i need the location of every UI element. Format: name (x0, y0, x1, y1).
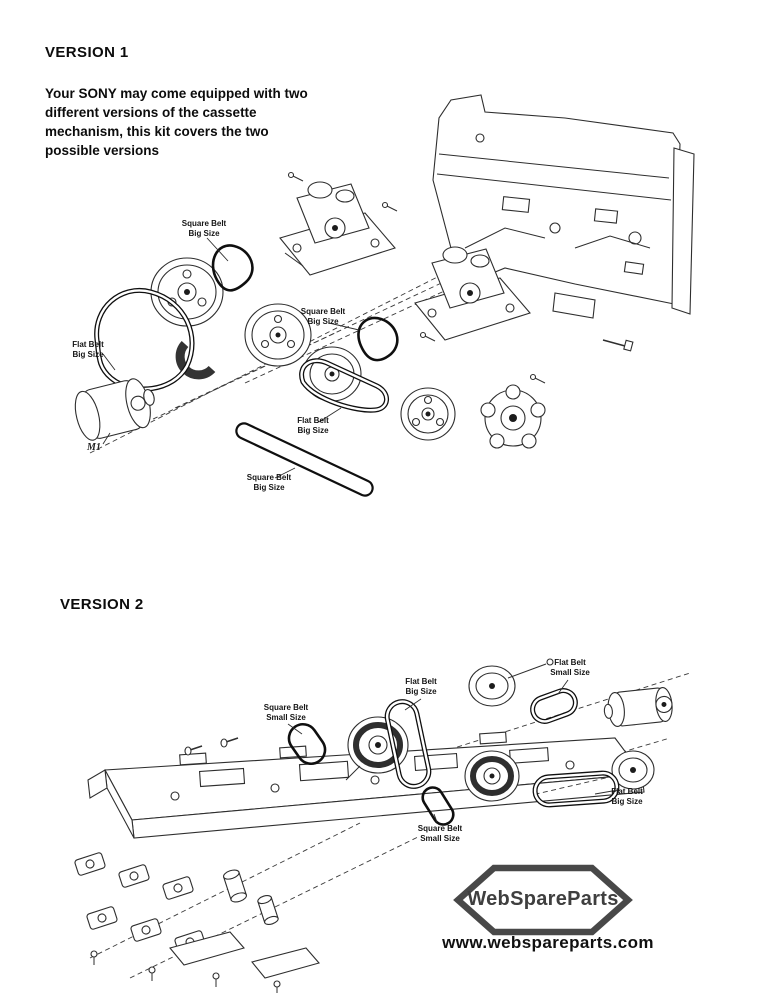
v1-pulley-right (400, 387, 456, 441)
v2-pulley-lower (464, 750, 520, 802)
v1-motor (74, 378, 155, 441)
version1-diagram: Square Belt Big Size Flat Belt Big Size … (35, 78, 735, 523)
v1-mechanism-block-2 (414, 246, 531, 341)
v2-leader-lines (287, 679, 619, 823)
v1-leader-lines (102, 237, 360, 479)
version2-heading: VERSION 2 (60, 596, 144, 613)
v2-flat-belt-small (530, 688, 578, 724)
v2-flywheel (345, 716, 409, 781)
motor-m1-label: M1 (87, 442, 101, 453)
v1-square-belt-long (235, 422, 374, 497)
belt-size-label: Flat Belt Big Size (72, 340, 104, 360)
v1-long-screw (602, 339, 634, 352)
v2-pinch-roller (222, 869, 248, 903)
webspareparts-logo: WebSpareParts (452, 862, 634, 938)
v2-pinch-roller (257, 895, 279, 925)
belt-size-label: Square Belt Big Size (181, 219, 227, 239)
v1-flywheel (244, 303, 312, 367)
v2-motor (603, 687, 673, 727)
v1-square-belt-top (211, 244, 254, 292)
v1-back-panel (432, 94, 695, 319)
version1-heading: VERSION 1 (45, 44, 129, 61)
belt-size-label: Square Belt Big Size (246, 473, 292, 493)
v2-screws-top (184, 737, 239, 756)
version1-drawing (74, 94, 695, 497)
website-url: www.webspareparts.com (442, 933, 654, 952)
v1-square-belt-mid (357, 316, 399, 362)
belt-size-label: Square Belt Big Size (300, 307, 346, 327)
belt-size-label: Flat Belt Big Size (611, 787, 643, 807)
v1-screws (287, 171, 546, 384)
v2-pulley-right (535, 750, 655, 795)
version2-diagram: Square Belt Small Size Flat Belt Big Siz… (30, 618, 720, 993)
v2-square-belt-small-2 (421, 786, 455, 826)
v2-pulley-top (468, 658, 554, 707)
belt-size-label: Flat Belt Big Size (297, 416, 329, 436)
version1-description: Your SONY may come equipped with two dif… (45, 86, 308, 159)
v2-flat-belt-big-1 (384, 699, 432, 789)
v1-mechanism-block-1 (279, 181, 396, 276)
belt-size-label: Flat Belt Big Size (405, 677, 437, 697)
logo-text: WebSpareParts (467, 888, 619, 910)
hexagon-logo-icon (453, 864, 633, 936)
belt-size-label: Square Belt Small Size (417, 824, 463, 844)
belt-size-label: Square Belt Small Size (263, 703, 309, 723)
v1-flat-belt-mid (299, 358, 389, 413)
belt-size-label: Flat Belt Small Size (550, 658, 590, 678)
v2-square-belt-small-1 (287, 722, 327, 766)
v1-flat-belt-left (94, 288, 195, 392)
v2-flat-belt-big-2 (532, 770, 620, 808)
version2-drawing (74, 658, 691, 993)
v1-gear-wheel (480, 384, 546, 449)
v2-mechanism-parts (74, 852, 320, 993)
